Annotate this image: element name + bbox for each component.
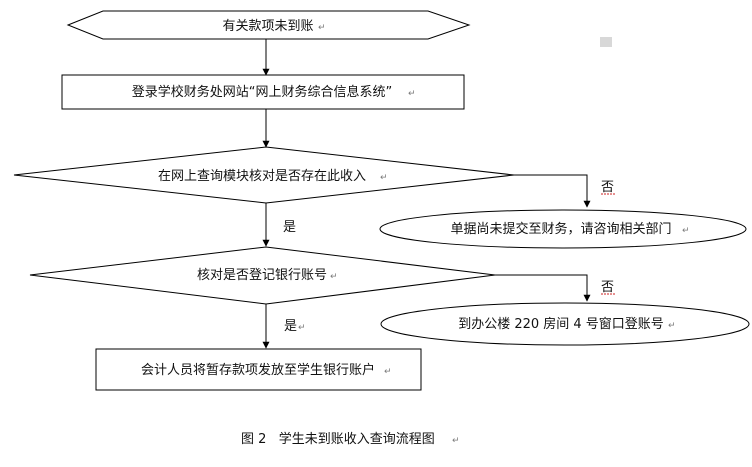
start-node-label: 有关款项未到账 xyxy=(222,19,313,34)
scan-artifact xyxy=(600,37,612,47)
paragraph-mark: ↵ xyxy=(408,89,416,99)
not-submitted-node: 单据尚未提交至财务，请咨询相关部门 ↵ xyxy=(379,209,747,249)
edge-label-yes-2: 是 xyxy=(284,319,297,334)
edge-label-yes-1: 是 xyxy=(283,220,296,235)
figure-caption: 图 2 学生未到账收入查询流程图 xyxy=(241,431,435,447)
paragraph-mark: ↵ xyxy=(682,226,690,236)
paragraph-mark: ↵ xyxy=(384,367,392,377)
arrow-check-income-no xyxy=(514,174,591,208)
paragraph-mark: ↵ xyxy=(330,272,338,282)
check-account-label: 核对是否登记银行账号 xyxy=(197,268,327,283)
paragraph-mark: ↵ xyxy=(380,173,388,183)
paragraph-mark: ↵ xyxy=(318,23,326,33)
paragraph-mark: ↵ xyxy=(668,321,676,331)
login-node-label: 登录学校财务处网站“网上财务综合信息系统” xyxy=(132,84,392,100)
issue-node-label: 会计人员将暂存款项发放至学生银行账户 xyxy=(141,362,375,378)
paragraph-mark: ↵ xyxy=(298,323,306,333)
check-income-decision: 在网上查询模块核对是否存在此收入 ↵ xyxy=(13,146,515,204)
issue-node: 会计人员将暂存款项发放至学生银行账户 ↵ xyxy=(95,348,422,391)
login-node: 登录学校财务处网站“网上财务综合信息系统” ↵ xyxy=(61,74,465,110)
paragraph-mark: ↵ xyxy=(452,436,460,446)
edge-label-no-1: 否 xyxy=(601,180,614,195)
check-account-decision: 核对是否登记银行账号 ↵ xyxy=(29,246,496,305)
register-account-node: 到办公楼 220 房间 4 号窗口登账号 ↵ xyxy=(380,302,750,346)
check-income-label: 在网上查询模块核对是否存在此收入 xyxy=(158,169,366,184)
register-account-label: 到办公楼 220 房间 4 号窗口登账号 xyxy=(458,316,664,332)
start-node: 有关款项未到账 ↵ xyxy=(66,10,471,40)
not-submitted-label: 单据尚未提交至财务，请咨询相关部门 xyxy=(450,221,671,237)
edge-label-no-2: 否 xyxy=(601,280,614,295)
arrow-check-account-no xyxy=(495,274,591,302)
